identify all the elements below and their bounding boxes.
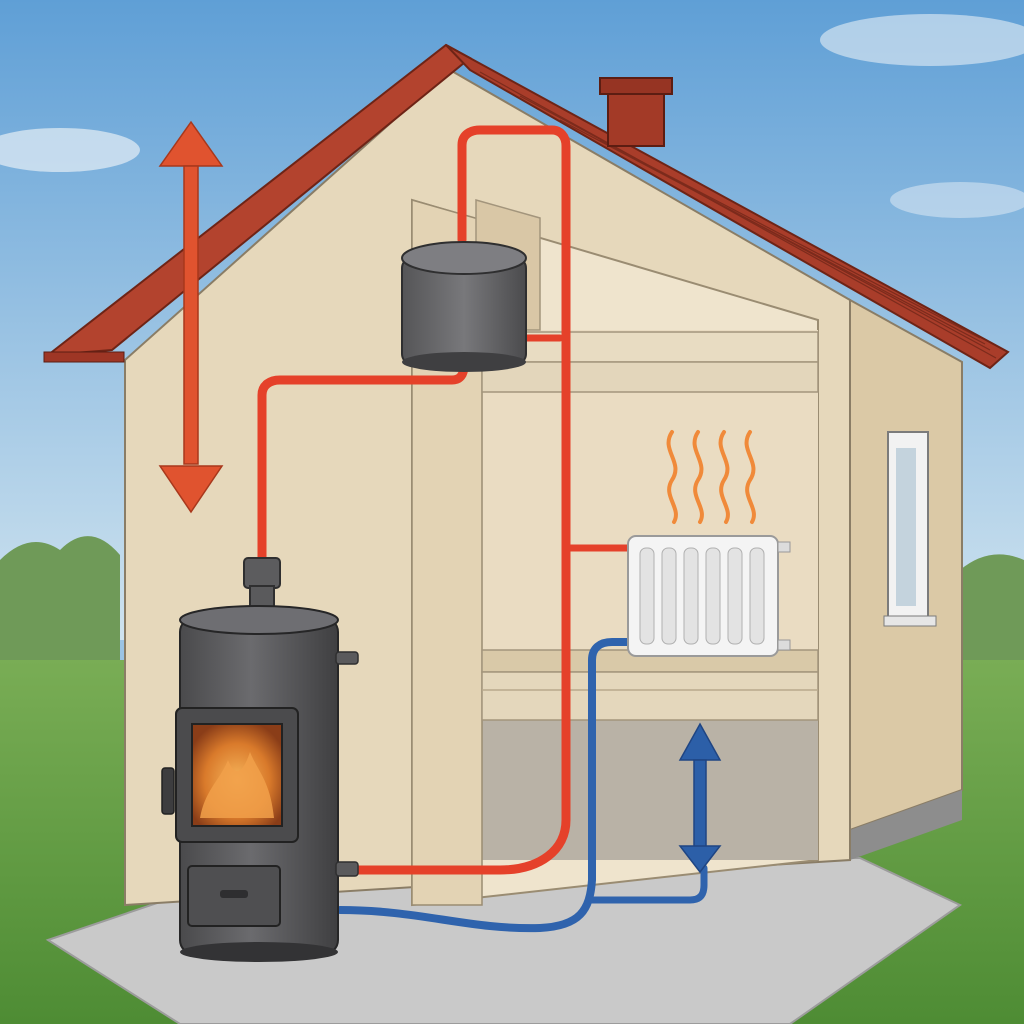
stove-door xyxy=(161,707,299,843)
cloud xyxy=(0,128,140,172)
roof-tiles xyxy=(479,71,997,359)
chimney-cap xyxy=(599,77,673,95)
heat-waves-icon xyxy=(666,430,756,524)
cloud xyxy=(890,182,1024,218)
ceiling-beam-lower xyxy=(481,361,819,393)
house-side-foundation xyxy=(850,790,962,860)
chimney xyxy=(607,89,665,147)
shelf-front xyxy=(481,671,819,721)
expansion-tank xyxy=(401,241,527,372)
side-window-sill xyxy=(883,615,937,627)
ash-drawer xyxy=(187,865,281,927)
fire-flame xyxy=(200,752,274,818)
tree-line-left xyxy=(0,536,120,690)
hot-arrow-icon xyxy=(158,120,224,514)
cloud xyxy=(820,14,1024,66)
cold-return-pipe xyxy=(336,638,634,933)
tree-line-right xyxy=(960,554,1024,690)
gutter xyxy=(43,351,125,363)
cold-arrow-icon xyxy=(678,722,722,874)
cold-pipe-branch xyxy=(588,864,708,904)
hot-flow-pipe-loop xyxy=(345,125,571,875)
interior-shadow-floor xyxy=(482,712,818,860)
side-window-glass xyxy=(896,448,916,606)
radiator xyxy=(627,535,791,657)
